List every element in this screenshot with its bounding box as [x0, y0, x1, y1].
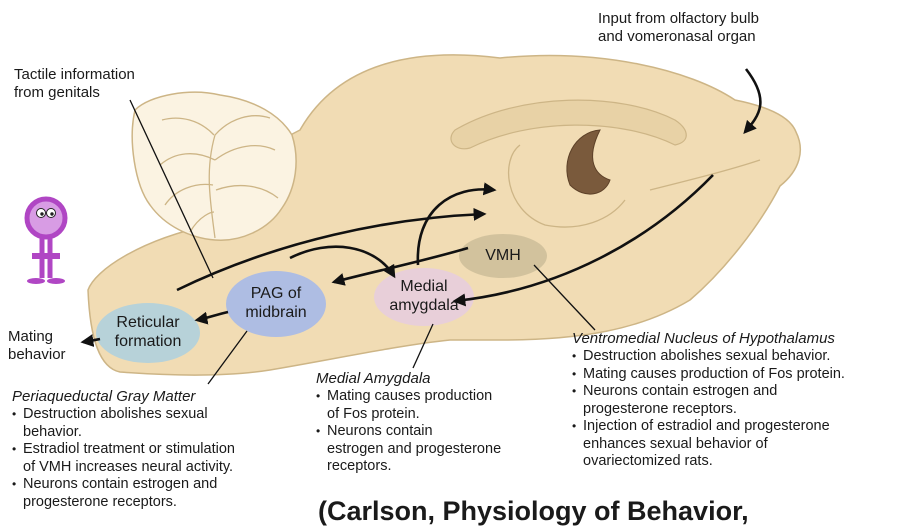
- tactile-information-line: Tactile information: [14, 66, 135, 84]
- pag-label-line: PAG of: [228, 284, 324, 303]
- vmh-panel-list: Destruction abolishes sexual behavior. M…: [572, 348, 845, 471]
- olfactory-input-line: Input from olfactory bulb: [598, 10, 759, 28]
- amygdala-panel-title: Medial Amygdala: [316, 370, 431, 388]
- source-credit: (Carlson, Physiology of Behavior,: [318, 496, 749, 527]
- medial-amygdala-label: Medial amygdala: [376, 277, 472, 315]
- female-symbol-figure: [27, 199, 65, 284]
- olfactory-input-line: and vomeronasal organ: [598, 28, 759, 46]
- vmh-panel-item: Injection of estradiol and progesteronee…: [572, 418, 845, 471]
- reticular-formation-label-line: Reticular: [98, 313, 198, 332]
- vmh-panel-item: Neurons contain estrogen andprogesterone…: [572, 383, 845, 418]
- tactile-information-label: Tactile information from genitals: [14, 66, 135, 102]
- mating-behavior-label: Mating behavior: [8, 328, 66, 364]
- vmh-panel-title: Ventromedial Nucleus of Hypothalamus: [572, 330, 835, 348]
- mating-behavior-line: behavior: [8, 346, 66, 364]
- medial-amygdala-label-line: amygdala: [376, 296, 472, 315]
- vmh-panel-item: Mating causes production of Fos protein.: [572, 366, 845, 384]
- pag-panel-item: Neurons contain estrogen andprogesterone…: [12, 476, 235, 511]
- pag-label-line: midbrain: [228, 303, 324, 322]
- mating-behavior-line: Mating: [8, 328, 66, 346]
- reticular-formation-label-line: formation: [98, 332, 198, 351]
- olfactory-input-label: Input from olfactory bulb and vomeronasa…: [598, 10, 759, 46]
- pag-label: PAG of midbrain: [228, 284, 324, 322]
- cerebellum: [132, 92, 296, 240]
- reticular-formation-label: Reticular formation: [98, 313, 198, 351]
- vmh-label: VMH: [460, 246, 546, 265]
- vmh-panel-item: Destruction abolishes sexual behavior.: [572, 348, 845, 366]
- pag-panel-title: Periaqueductal Gray Matter: [12, 388, 195, 406]
- tactile-information-line: from genitals: [14, 84, 135, 102]
- medial-amygdala-label-line: Medial: [376, 277, 472, 296]
